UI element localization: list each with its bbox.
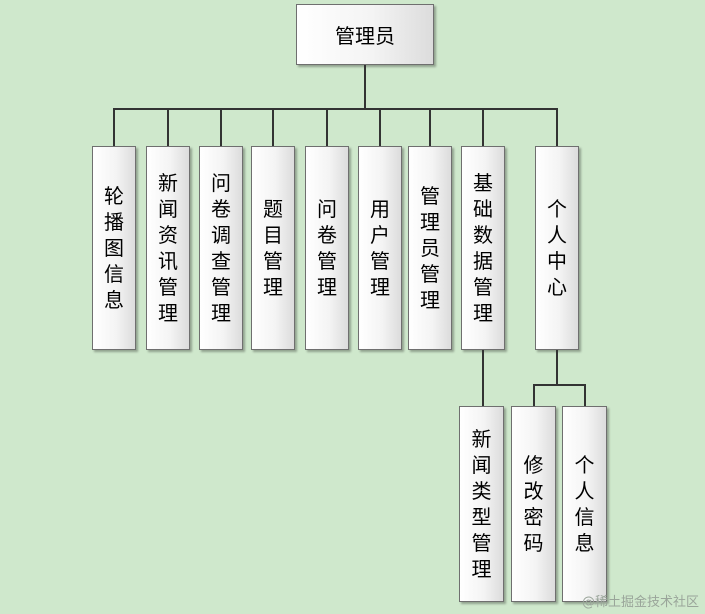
root-node: 管理员 xyxy=(296,4,434,65)
connector-carousel xyxy=(113,108,115,146)
connector-basedata-sub xyxy=(482,350,484,406)
connector-user xyxy=(379,108,381,146)
connector-question xyxy=(272,108,274,146)
module-question: 题目管理 xyxy=(251,146,295,350)
module-news: 新闻资讯管理 xyxy=(146,146,190,350)
connector-personal-bus xyxy=(532,384,586,386)
connector-personal-stem xyxy=(556,350,558,384)
submodule-password: 修改密码 xyxy=(511,406,556,602)
connector-personal xyxy=(556,108,558,146)
connector-password xyxy=(532,384,535,406)
connector-questionnaire xyxy=(326,108,328,146)
module-admin: 管理员管理 xyxy=(408,146,452,350)
module-basedata: 基础数据管理 xyxy=(461,146,505,350)
connector-basedata xyxy=(482,108,484,146)
module-survey: 问卷调查管理 xyxy=(199,146,243,350)
connector-bus xyxy=(113,108,558,110)
watermark: @稀土掘金技术社区 xyxy=(581,595,699,610)
module-personal: 个人中心 xyxy=(535,146,579,350)
connector-root xyxy=(364,65,366,108)
connector-news xyxy=(167,108,169,146)
module-questionnaire: 问卷管理 xyxy=(305,146,349,350)
submodule-profile: 个人信息 xyxy=(562,406,607,602)
submodule-newstype: 新闻类型管理 xyxy=(459,406,504,602)
connector-admin xyxy=(429,108,431,146)
connector-survey xyxy=(220,108,222,146)
connector-profile xyxy=(583,384,586,406)
module-carousel: 轮播图信息 xyxy=(92,146,136,350)
module-user: 用户管理 xyxy=(358,146,402,350)
